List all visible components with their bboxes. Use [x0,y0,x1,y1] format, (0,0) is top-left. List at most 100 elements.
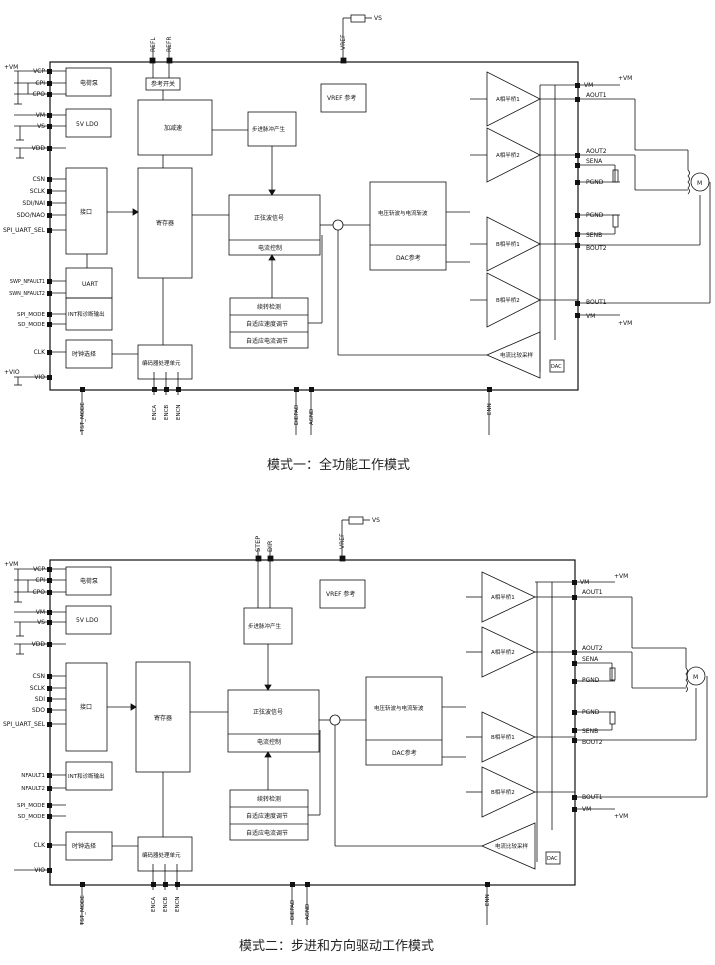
m1-bottom-pin-1: ENCA [152,405,158,420]
m2-bottom-pin-3: ENCN [175,896,181,912]
m1-motor-label: M [697,180,702,187]
m2-top-pin-0: STEP [254,536,262,552]
m1-left-pin-15: CLK [34,349,47,356]
m2-adapt-speed-label: 自适应速度调节 [246,812,288,820]
m1-ref-switch-label: 参考开关 [151,80,175,88]
m1-left-pin-11: SWP_NFAULT1 [10,279,45,285]
m1-decay-label: 续转检测 [257,303,281,311]
m1-vref-ref-label: VREF 参考 [327,94,356,102]
m1-adapt-current-label: 自适应电流调节 [246,337,288,345]
m2-cur-compare-label: 电流比较采样 [495,842,529,850]
m2-clock-label: 时钟选择 [72,842,96,850]
mode1-chip-outline [49,61,579,391]
m1-right-pin-9: VM [586,313,595,320]
mode1-charge-pump-box [65,67,112,97]
m2-dac-small-label: DAC [547,856,558,862]
m1-right-pin-7: BOUT2 [586,245,607,252]
mode2-sine-box [227,689,320,753]
m2-right-pin-0: VM [580,579,589,586]
m2-dac-ref-label: DAC参考 [392,749,417,757]
m1-pulse-label: 步进脉冲产生 [252,125,286,133]
m2-bridge-b2-label: B相半桥2 [491,788,515,796]
mode2-bottom-pin-markers [80,882,490,887]
m2-bottom-pin-2: ENCB [163,897,169,912]
m2-top-pin-1: DIR [266,540,274,552]
m1-current-ctrl-label: 电流控制 [258,244,282,252]
m1-right-pin-5: PGND [586,212,604,219]
mode2-int-box [65,761,113,791]
m2-vi-label: 电压斩波与电流斩波 [374,704,424,712]
mode2-vref-box [319,579,366,609]
m1-vm-sup-top: +VM [618,75,632,82]
m1-left-pin-4: VS [37,123,45,130]
mode2-chip-outline [49,559,576,886]
m1-dac-small-label: DAC [551,364,562,370]
m2-left-pin-14: SD_MODE [18,814,46,820]
m2-vm-sup-left: +VM [4,561,18,568]
mode1-register-box [137,167,193,279]
m2-bottom-pin-1: ENCA [151,897,157,912]
m2-motor-label: M [693,674,698,681]
m1-left-pin-2: CPO [32,91,45,98]
m2-charge-pump-label: 电荷泵 [80,577,98,585]
m1-left-pin-10: SPI_UART_SEL [3,227,46,234]
m1-int-label: INT和诊断输出 [68,310,105,318]
mode1-caption: 模式一：全功能工作模式 [267,457,410,473]
m2-right-pin-1: AOUT1 [582,589,603,596]
m2-bottom-pin-5: AGND [305,904,311,920]
m2-left-pin-16: VIO [34,867,45,874]
mode1-ldo-box [65,108,112,138]
m2-left-pin-11: NFAULT1 [21,773,45,779]
mode1-motor [690,172,710,192]
m1-left-pin-13: SPI_MODE [17,312,45,318]
mode2-ldo-box [65,605,112,635]
m1-uart-label: UART [82,281,98,288]
m2-right-pin-3: SENA [582,656,599,663]
m2-left-pin-7: SCLK [30,685,46,692]
mode2-vi-box [365,676,443,766]
vs-top-resistor-2 [348,516,364,525]
m2-left-pin-2: CPO [32,589,45,596]
m1-right-pin-6: SENB [586,232,602,239]
m1-register-label: 寄存器 [156,219,174,227]
m1-left-pin-12: SWN_NFAULT2 [9,291,45,297]
m1-charge-pump-label: 电荷泵 [80,79,98,87]
m1-bridge-b2-label: B相半桥2 [496,296,520,304]
mode2-cur-compare [480,822,536,870]
m2-encoder-label: 编码器处理单元 [142,851,181,859]
m2-ldo-label: 5V LDO [76,617,99,624]
m1-sine-label: 正弦波信号 [254,214,284,222]
mode2-left-pin-markers [47,567,52,873]
m2-sine-label: 正弦波信号 [253,708,283,716]
m1-bottom-pin-5: AGND [309,409,315,425]
m2-left-pin-15: CLK [34,842,47,849]
mode1-diagram [14,14,711,435]
m1-dac-ref-label: DAC参考 [396,254,421,262]
m1-accel-label: 加减速 [164,124,182,132]
m1-adapt-speed-label: 自适应速度调节 [246,320,288,328]
m2-register-label: 寄存器 [154,714,172,722]
mode1-left-pin-markers [47,69,52,380]
mode1-vi-box [369,181,447,271]
m2-right-pin-5: PGND [582,709,600,716]
m2-bridge-a2-label: A相半桥2 [491,648,515,656]
mode1-right-pin-markers [575,83,580,318]
m2-bottom-pin-0: TST_MODE [80,895,86,926]
mode2-caption: 模式二：步进和方向驱动工作模式 [239,938,434,954]
m2-vref-pin: VREF [339,533,346,549]
m2-vs-label: VS [372,517,380,524]
vs-top-resistor [350,14,366,23]
m1-encoder-label: 编码器处理单元 [142,359,181,367]
m1-left-pin-9: SDO/NAO [17,212,46,219]
m2-right-pin-6: SENB [582,728,598,735]
m1-left-pin-1: CPI [35,80,45,87]
m1-vm-sup-left: +VM [4,64,18,71]
m1-bottom-pin-4: DIEPAD [294,405,300,425]
m2-right-pin-7: BOUT2 [582,739,603,746]
m2-pulse-label: 步进脉冲产生 [248,622,282,630]
m1-left-pin-5: VDD [32,145,46,152]
m2-current-ctrl-label: 电流控制 [257,738,281,746]
mode1-coil-a [687,169,690,195]
m1-vm-sup-bot: +VM [618,320,632,327]
